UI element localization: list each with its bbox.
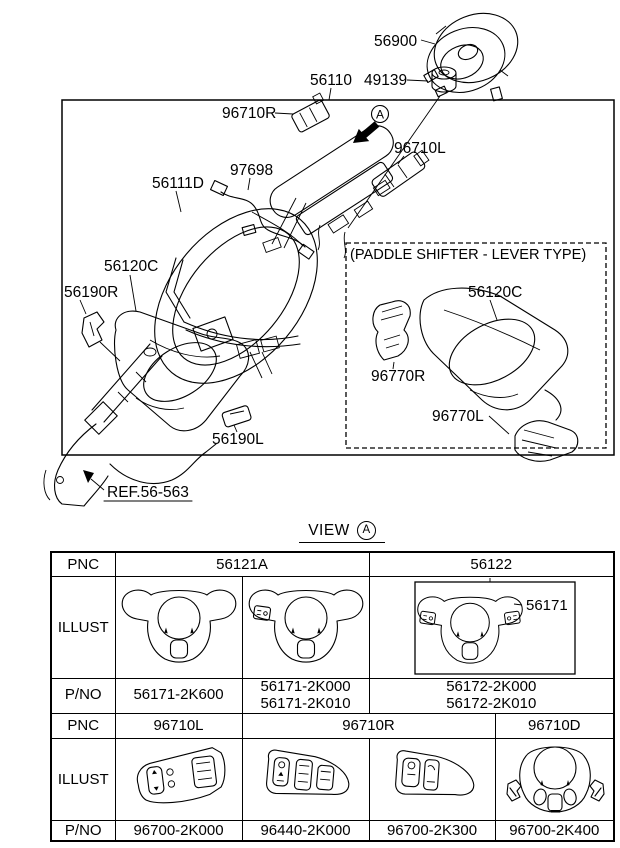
clock-spring-drawing (423, 12, 519, 102)
callout-56190L: 56190L (212, 431, 264, 448)
table-row: P/NO 56171-2K600 56171-2K000 56171-2K010… (50, 678, 615, 714)
illust-wheel-switch (241, 576, 370, 679)
table-row: P/NO 96700-2K000 96440-2K000 96700-2K300… (50, 819, 615, 842)
pnc-96710D: 96710D (494, 712, 615, 739)
row-header-illust: ILLUST (50, 576, 116, 679)
callout-49139: 49139 (364, 72, 407, 89)
pno-line: 56171-2K000 (260, 678, 351, 695)
lower-cover-left-drawing (113, 310, 250, 432)
wheel-plain-drawing (121, 589, 236, 663)
pno-line: 56172-2K010 (446, 694, 537, 712)
table-row: ILLUST (50, 576, 615, 679)
callout-96710R: 96710R (222, 105, 276, 122)
row-header-pno: P/NO (50, 678, 116, 714)
direction-arrow-icon (353, 121, 380, 143)
callout-56171: 56171 (526, 597, 568, 614)
view-a-marker-icon: A (356, 521, 376, 540)
pno-96700-2K000: 96700-2K000 (114, 819, 243, 842)
view-section-heading: VIEW A (299, 519, 385, 543)
leader-56190L (233, 424, 238, 433)
callout-97698: 97698 (230, 162, 273, 179)
wire-harness-drawing (209, 179, 315, 260)
callout-56190R: 56190R (64, 284, 118, 301)
switch-96710R-drawing (291, 92, 330, 133)
illust-switch-right-mode (368, 737, 496, 821)
illust-cover-front (494, 737, 615, 821)
leader-56110 (328, 87, 332, 101)
pnc-96710L: 96710L (114, 712, 243, 739)
pnc-56122: 56122 (368, 551, 615, 577)
cover-front-drawing (505, 746, 605, 813)
callout-56900: 56900 (374, 33, 417, 50)
callout-ref: REF.56-563 (107, 484, 189, 501)
leader-49139 (406, 79, 429, 82)
leader-56900 (420, 39, 436, 45)
detail-a-letter: A (376, 108, 384, 122)
paddle-shifter-box (345, 242, 607, 449)
clip-56190R-drawing (81, 311, 121, 362)
callout-96770R: 96770R (371, 368, 425, 385)
callout-56120C-right: 56120C (468, 284, 522, 301)
switch-right-mode-drawing (394, 749, 474, 796)
row-header-pnc: PNC (50, 551, 116, 577)
steering-column-drawing (43, 343, 217, 507)
callout-56111D: 56111D (152, 175, 204, 192)
leader-56111D (175, 190, 182, 213)
callout-56110: 56110 (310, 72, 352, 89)
pno-line: 56171-2K010 (260, 694, 351, 712)
leader-96710L (397, 155, 405, 165)
pno-56171-2K600: 56171-2K600 (114, 678, 243, 714)
clip-56190L-drawing (221, 405, 252, 428)
ref-arrow-icon (83, 470, 105, 491)
pno-line: 56172-2K000 (446, 678, 537, 695)
main-diagram-box (61, 99, 615, 456)
callout-56120C-left: 56120C (104, 258, 158, 275)
wheel-paddle-drawing: 56171 (413, 578, 576, 675)
callout-96710L: 96710L (394, 140, 446, 157)
paddle-box-title: (PADDLE SHIFTER - LEVER TYPE) (350, 247, 586, 263)
illust-switch-right-audio (241, 737, 370, 821)
switch-left-drawing (136, 746, 225, 803)
view-label: VIEW (308, 521, 350, 539)
exploded-diagram: A 56900 56110 49139 96710R 96710L 97698 … (43, 12, 615, 507)
leader-96770R (392, 361, 395, 370)
row-header-illust: ILLUST (50, 737, 116, 821)
pno-96700-2K400: 96700-2K400 (494, 819, 615, 842)
illust-wheel-plain (114, 576, 243, 679)
row-header-pno: P/NO (50, 819, 116, 842)
steering-wheel-drawing (154, 208, 318, 384)
callout-96770L: 96770L (432, 408, 484, 425)
paddle-96770L-drawing (514, 420, 579, 462)
leader-56120C-left (129, 274, 137, 312)
pno-56172-2K000: 56172-2K000 56172-2K010 (368, 678, 615, 714)
table-row: PNC 96710L 96710R 96710D (50, 712, 615, 739)
switch-right-audio-drawing (265, 749, 349, 795)
detail-a-marker-icon: A (370, 104, 390, 124)
pno-96440-2K000: 96440-2K000 (241, 819, 370, 842)
table-row: ILLUST (50, 737, 615, 821)
leader-96770L (488, 415, 510, 435)
leader-56190R (79, 299, 87, 315)
pnc-56121A: 56121A (114, 551, 370, 577)
leader-49139-long (347, 95, 441, 229)
wheel-switch-drawing (248, 589, 363, 663)
leader-96710R (274, 112, 294, 115)
pno-96700-2K300: 96700-2K300 (368, 819, 496, 842)
illust-wheel-paddle: 56171 (368, 576, 615, 679)
parts-table: PNC 56121A 56122 ILLUST (50, 551, 615, 842)
row-header-pnc: PNC (50, 712, 116, 739)
table-row: PNC 56121A 56122 (50, 551, 615, 577)
lower-cover-right-drawing (419, 287, 569, 421)
switch-96710L-drawing (371, 149, 430, 197)
pnc-96710R: 96710R (241, 712, 496, 739)
paddle-96770R-drawing (372, 300, 411, 361)
pno-56171-2K000: 56171-2K000 56171-2K010 (241, 678, 370, 714)
illust-switch-left (114, 737, 243, 821)
damper-drawing (431, 66, 457, 93)
leader-97698 (247, 177, 251, 191)
leader-56120C-right (489, 299, 498, 321)
view-a-letter: A (362, 523, 371, 536)
